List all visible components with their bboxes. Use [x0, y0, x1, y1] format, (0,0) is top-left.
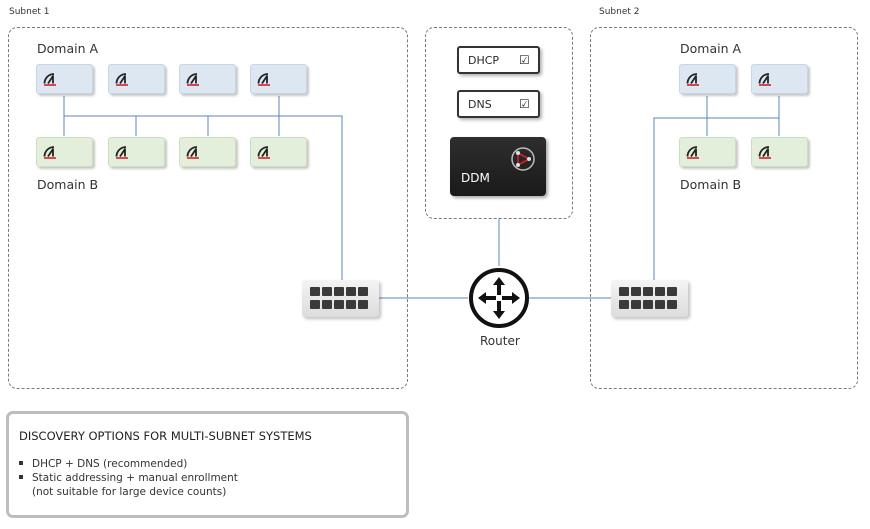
- switch-port: [643, 300, 653, 309]
- switch-port: [619, 300, 629, 309]
- subnet-2-boundary: [590, 27, 858, 389]
- device-logo-icon: [115, 73, 128, 86]
- switch-port: [322, 287, 332, 296]
- router-icon[interactable]: [467, 266, 531, 330]
- device-logo-icon: [257, 146, 270, 159]
- dns-label: DNS: [468, 97, 492, 111]
- device-logo-icon: [43, 146, 56, 159]
- subnet-1-label: Subnet 1: [9, 7, 50, 17]
- switch-port: [667, 300, 677, 309]
- domain-b-device[interactable]: [179, 137, 236, 167]
- legend-item-text: Static addressing + manual enrollment: [32, 472, 238, 484]
- checked-box-icon: ☑: [519, 53, 530, 67]
- switch-port: [655, 287, 665, 296]
- device-logo-icon: [758, 146, 771, 159]
- domain-b-device[interactable]: [679, 137, 736, 167]
- switch-port: [346, 300, 356, 309]
- domain-a-device[interactable]: [679, 64, 736, 94]
- ddm-logo-icon: [511, 147, 535, 171]
- subnet-2-domain-b-label: Domain B: [680, 177, 742, 192]
- domain-a-device[interactable]: [179, 64, 236, 94]
- device-logo-icon: [758, 73, 771, 86]
- dhcp-service-box[interactable]: DHCP ☑: [457, 46, 540, 74]
- device-logo-icon: [257, 73, 270, 86]
- network-switch-subnet-1[interactable]: [302, 280, 379, 317]
- switch-port: [358, 300, 368, 309]
- bullet-icon: [19, 475, 23, 479]
- bullet-icon: [19, 461, 23, 465]
- discovery-options-legend: [6, 411, 409, 518]
- domain-b-device[interactable]: [108, 137, 165, 167]
- switch-port: [631, 300, 641, 309]
- subnet-1-domain-b-label: Domain B: [37, 177, 99, 192]
- router-label: Router: [480, 334, 520, 348]
- subnet-2-label: Subnet 2: [599, 7, 640, 17]
- device-logo-icon: [686, 73, 699, 86]
- checked-box-icon: ☑: [519, 97, 530, 111]
- legend-title: DISCOVERY OPTIONS FOR MULTI-SUBNET SYSTE…: [19, 429, 312, 443]
- legend-item-continuation: (not suitable for large device counts): [32, 486, 227, 498]
- subnet-1-boundary: [8, 27, 408, 389]
- ddm-label: DDM: [461, 171, 490, 185]
- device-logo-icon: [186, 73, 199, 86]
- device-logo-icon: [186, 146, 199, 159]
- switch-port: [667, 287, 677, 296]
- domain-a-device[interactable]: [751, 64, 808, 94]
- legend-item: DHCP + DNS (recommended): [19, 458, 187, 470]
- dhcp-label: DHCP: [468, 53, 500, 67]
- switch-port: [310, 300, 320, 309]
- switch-port: [643, 287, 653, 296]
- domain-b-device[interactable]: [751, 137, 808, 167]
- switch-port: [655, 300, 665, 309]
- switch-port: [322, 300, 332, 309]
- legend-item-text: DHCP + DNS (recommended): [32, 458, 188, 470]
- switch-port: [619, 287, 629, 296]
- device-logo-icon: [686, 146, 699, 159]
- device-logo-icon: [43, 73, 56, 86]
- switch-port: [358, 287, 368, 296]
- domain-b-device[interactable]: [36, 137, 93, 167]
- network-switch-subnet-2[interactable]: [611, 280, 688, 317]
- domain-a-device[interactable]: [36, 64, 93, 94]
- domain-b-device[interactable]: [250, 137, 307, 167]
- dns-service-box[interactable]: DNS ☑: [457, 90, 540, 118]
- services-boundary: [425, 27, 573, 219]
- switch-port: [310, 287, 320, 296]
- switch-port: [334, 300, 344, 309]
- switch-port: [631, 287, 641, 296]
- domain-a-device[interactable]: [250, 64, 307, 94]
- switch-port: [346, 287, 356, 296]
- subnet-2-domain-a-label: Domain A: [680, 41, 742, 56]
- ddm-server[interactable]: DDM: [450, 137, 546, 196]
- switch-port: [334, 287, 344, 296]
- device-logo-icon: [115, 146, 128, 159]
- legend-item: Static addressing + manual enrollment: [19, 472, 238, 484]
- domain-a-device[interactable]: [108, 64, 165, 94]
- subnet-1-domain-a-label: Domain A: [37, 41, 99, 56]
